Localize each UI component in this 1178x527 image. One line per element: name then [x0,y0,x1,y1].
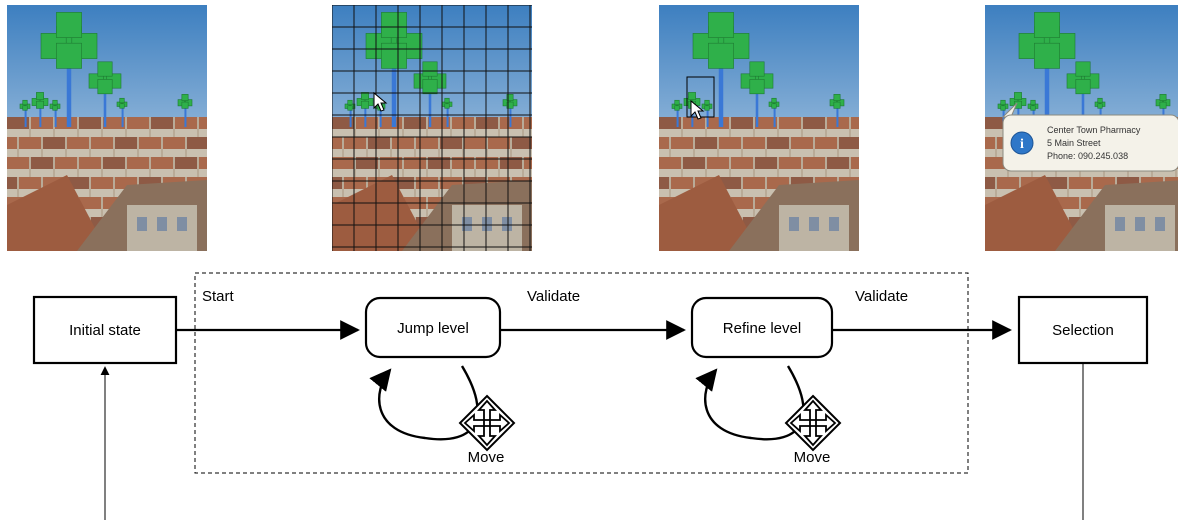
start-label: Start [202,288,235,305]
jump-level-node [364,296,502,359]
selection-label: Selection [1052,322,1114,339]
refine-level-node [690,296,834,359]
panel-grid-jump [332,5,532,251]
validate-label-1: Validate [527,288,580,305]
move-loop-refine [695,365,805,441]
tooltip-phone: Phone: 090.245.038 [1047,151,1128,161]
initial-state-node [32,295,178,365]
info-icon [1010,131,1034,155]
panel-scene [7,5,207,251]
panel-refine [659,5,859,251]
move-loop-jump [369,365,479,441]
tooltip-street: 5 Main Street [1047,138,1101,148]
validate-label-2: Validate [855,288,908,305]
selection-node [1017,295,1149,365]
move-label-1: Move [468,449,505,466]
panel-selected: i Center Town Pharmacy 5 Main Street Pho… [985,5,1178,251]
jump-level-label: Jump level [397,320,469,337]
svg-text:i: i [1020,137,1024,152]
tooltip-callout: i Center Town Pharmacy 5 Main Street Pho… [1001,102,1178,172]
move-icon [459,395,515,451]
move-icon [785,395,841,451]
tooltip-name: Center Town Pharmacy [1047,125,1141,135]
refine-level-label: Refine level [723,320,801,337]
initial-state-label: Initial state [69,322,141,339]
move-label-2: Move [794,449,831,466]
cursor-icon [690,99,705,120]
mode-group-box [194,272,969,474]
cursor-icon [373,91,388,112]
